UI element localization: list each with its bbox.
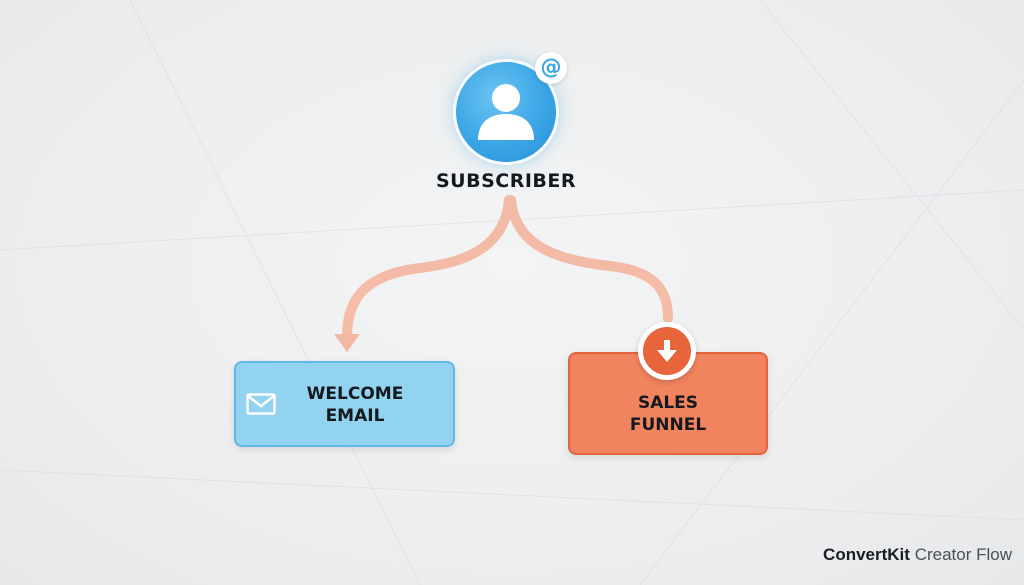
welcome-email-label: WELCOME EMAIL [306, 384, 404, 426]
brand-name: ConvertKit [823, 545, 910, 564]
user-icon [478, 84, 534, 140]
brand-watermark: ConvertKit Creator Flow [823, 545, 1012, 565]
down-arrow-badge [638, 322, 696, 380]
connector-arrowhead [334, 334, 360, 352]
connector-to-sales-funnel [506, 195, 673, 323]
connector-to-welcome-email [342, 195, 514, 341]
sales-funnel-label: SALES FUNNEL [629, 393, 707, 435]
envelope-icon [246, 393, 276, 415]
email-at-badge: @ [535, 52, 567, 84]
arrow-down-icon [657, 340, 677, 362]
brand-tagline: Creator Flow [914, 545, 1012, 564]
subscriber-label: SUBSCRIBER [435, 170, 576, 192]
welcome-email-node: WELCOME EMAIL [234, 361, 455, 447]
